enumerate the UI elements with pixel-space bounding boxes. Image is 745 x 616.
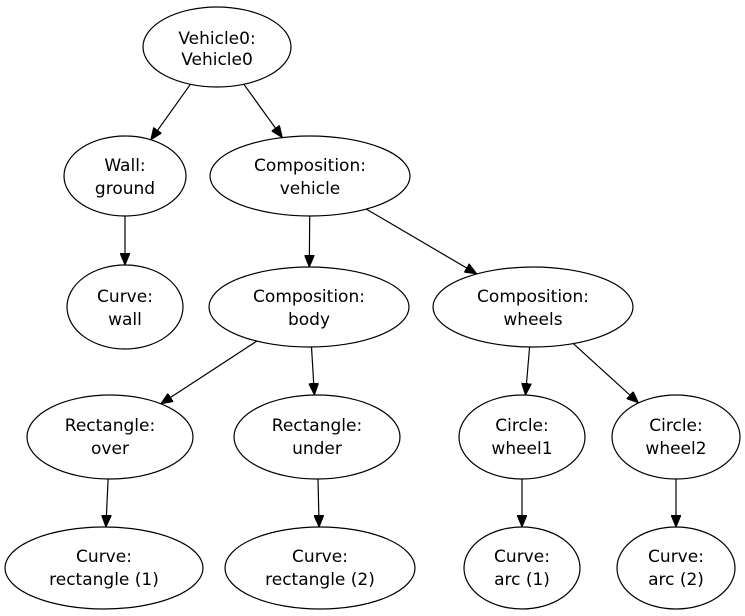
node-composition-body-name: body (288, 310, 330, 330)
edge-composition-wheels-to-circle-wheel1 (526, 346, 530, 395)
edge-vehicle0-to-composition-vehicle (243, 83, 282, 137)
node-composition-vehicle-ellipse (209, 135, 411, 217)
node-composition-vehicle-type: Composition: (254, 156, 366, 176)
edge-composition-body-to-rectangle-over (161, 340, 258, 404)
node-circle-wheel1-ellipse (458, 394, 586, 480)
node-wall-ground: Wall: ground (63, 135, 187, 217)
node-curve-wall-type: Curve: (97, 287, 153, 307)
node-circle-wheel1-name: wheel1 (491, 439, 552, 459)
node-curve-rectangle2-name: rectangle (2) (265, 570, 375, 590)
node-wall-ground-name: ground (95, 179, 155, 199)
node-curve-arc2-type: Curve: (648, 547, 704, 567)
edge-composition-body-to-rectangle-under (312, 346, 315, 395)
edge-rectangle-over-to-curve-rectangle1 (106, 478, 108, 527)
node-circle-wheel2-ellipse (611, 394, 741, 480)
node-rectangle-over-ellipse (26, 394, 194, 480)
node-curve-rectangle2: Curve: rectangle (2) (224, 526, 416, 610)
node-curve-rectangle1-name: rectangle (1) (49, 570, 159, 590)
node-rectangle-under: Rectangle: under (233, 394, 401, 480)
edge-composition-wheels-to-circle-wheel2 (572, 343, 638, 403)
node-curve-wall-ellipse (66, 264, 184, 350)
node-circle-wheel1-type: Circle: (495, 416, 548, 436)
node-rectangle-over-name: over (91, 439, 129, 459)
node-circle-wheel1: Circle: wheel1 (458, 394, 586, 480)
node-rectangle-over: Rectangle: over (26, 394, 194, 480)
edges (106, 83, 676, 527)
node-curve-rectangle1: Curve: rectangle (1) (4, 526, 204, 610)
node-composition-wheels-name: wheels (503, 310, 562, 330)
node-rectangle-under-ellipse (233, 394, 401, 480)
node-rectangle-over-type: Rectangle: (65, 416, 155, 436)
node-composition-wheels: Composition: wheels (432, 266, 634, 348)
node-composition-wheels-ellipse (432, 266, 634, 348)
edge-rectangle-under-to-curve-rectangle2 (318, 478, 319, 527)
edge-composition-vehicle-to-composition-wheels (365, 208, 476, 274)
node-circle-wheel2-name: wheel2 (645, 439, 706, 459)
node-curve-rectangle2-ellipse (224, 526, 416, 610)
node-curve-wall: Curve: wall (66, 264, 184, 350)
node-curve-arc1-name: arc (1) (494, 570, 550, 590)
node-curve-arc2-name: arc (2) (648, 570, 704, 590)
edge-vehicle0-to-wall-ground (151, 83, 191, 140)
node-vehicle0-name: Vehicle0 (181, 50, 253, 70)
node-composition-vehicle: Composition: vehicle (209, 135, 411, 217)
node-composition-wheels-type: Composition: (477, 287, 589, 307)
node-curve-arc1-type: Curve: (494, 547, 550, 567)
node-wall-ground-type: Wall: (104, 156, 145, 176)
node-rectangle-under-type: Rectangle: (272, 416, 362, 436)
node-composition-vehicle-name: vehicle (280, 179, 341, 199)
node-wall-ground-ellipse (63, 135, 187, 217)
node-circle-wheel2-type: Circle: (649, 416, 702, 436)
node-curve-wall-name: wall (108, 310, 142, 330)
node-vehicle0: Vehicle0: Vehicle0 (142, 6, 292, 88)
node-rectangle-under-name: under (292, 439, 342, 459)
node-curve-rectangle2-type: Curve: (292, 547, 348, 567)
node-composition-body-ellipse (208, 266, 410, 348)
node-curve-arc1-ellipse (463, 526, 581, 610)
node-composition-body-type: Composition: (253, 287, 365, 307)
node-curve-rectangle1-ellipse (4, 526, 204, 610)
node-composition-body: Composition: body (208, 266, 410, 348)
node-curve-arc2: Curve: arc (2) (616, 526, 736, 610)
node-circle-wheel2: Circle: wheel2 (611, 394, 741, 480)
node-curve-arc1: Curve: arc (1) (463, 526, 581, 610)
node-vehicle0-ellipse (142, 6, 292, 88)
node-curve-arc2-ellipse (616, 526, 736, 610)
node-vehicle0-type: Vehicle0: (178, 29, 255, 49)
node-curve-rectangle1-type: Curve: (76, 547, 132, 567)
